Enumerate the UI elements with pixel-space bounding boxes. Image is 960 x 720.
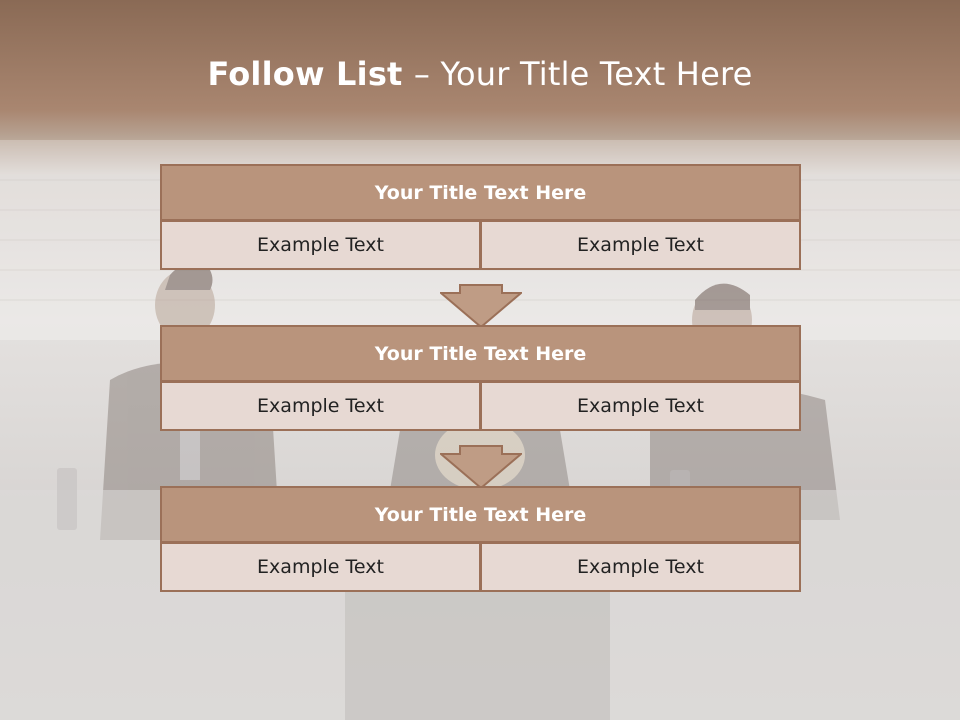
flow-step-cell: Example Text [481, 543, 801, 592]
flow-step-title: Your Title Text Here [160, 164, 801, 221]
title-separator: – [413, 55, 441, 93]
flow-step-cell: Example Text [160, 543, 481, 592]
flow-step-row: Example Text Example Text [160, 382, 801, 431]
flow-step-title: Your Title Text Here [160, 325, 801, 382]
down-arrow-icon [440, 445, 522, 489]
flow-step-cell: Example Text [160, 221, 481, 270]
title-bold-part: Follow List [207, 55, 414, 93]
flow-step-2: Your Title Text Here Example Text Exampl… [160, 325, 801, 431]
flow-step-row: Example Text Example Text [160, 543, 801, 592]
flow-step-1: Your Title Text Here Example Text Exampl… [160, 164, 801, 270]
flow-step-cell: Example Text [160, 382, 481, 431]
flow-step-cell: Example Text [481, 221, 801, 270]
flow-step-title: Your Title Text Here [160, 486, 801, 543]
flow-step-3: Your Title Text Here Example Text Exampl… [160, 486, 801, 592]
title-rest: Your Title Text Here [440, 55, 753, 93]
flow-step-cell: Example Text [481, 382, 801, 431]
down-arrow-icon [440, 284, 522, 328]
slide-title: Follow List – Your Title Text Here [0, 55, 960, 93]
flow-step-row: Example Text Example Text [160, 221, 801, 270]
